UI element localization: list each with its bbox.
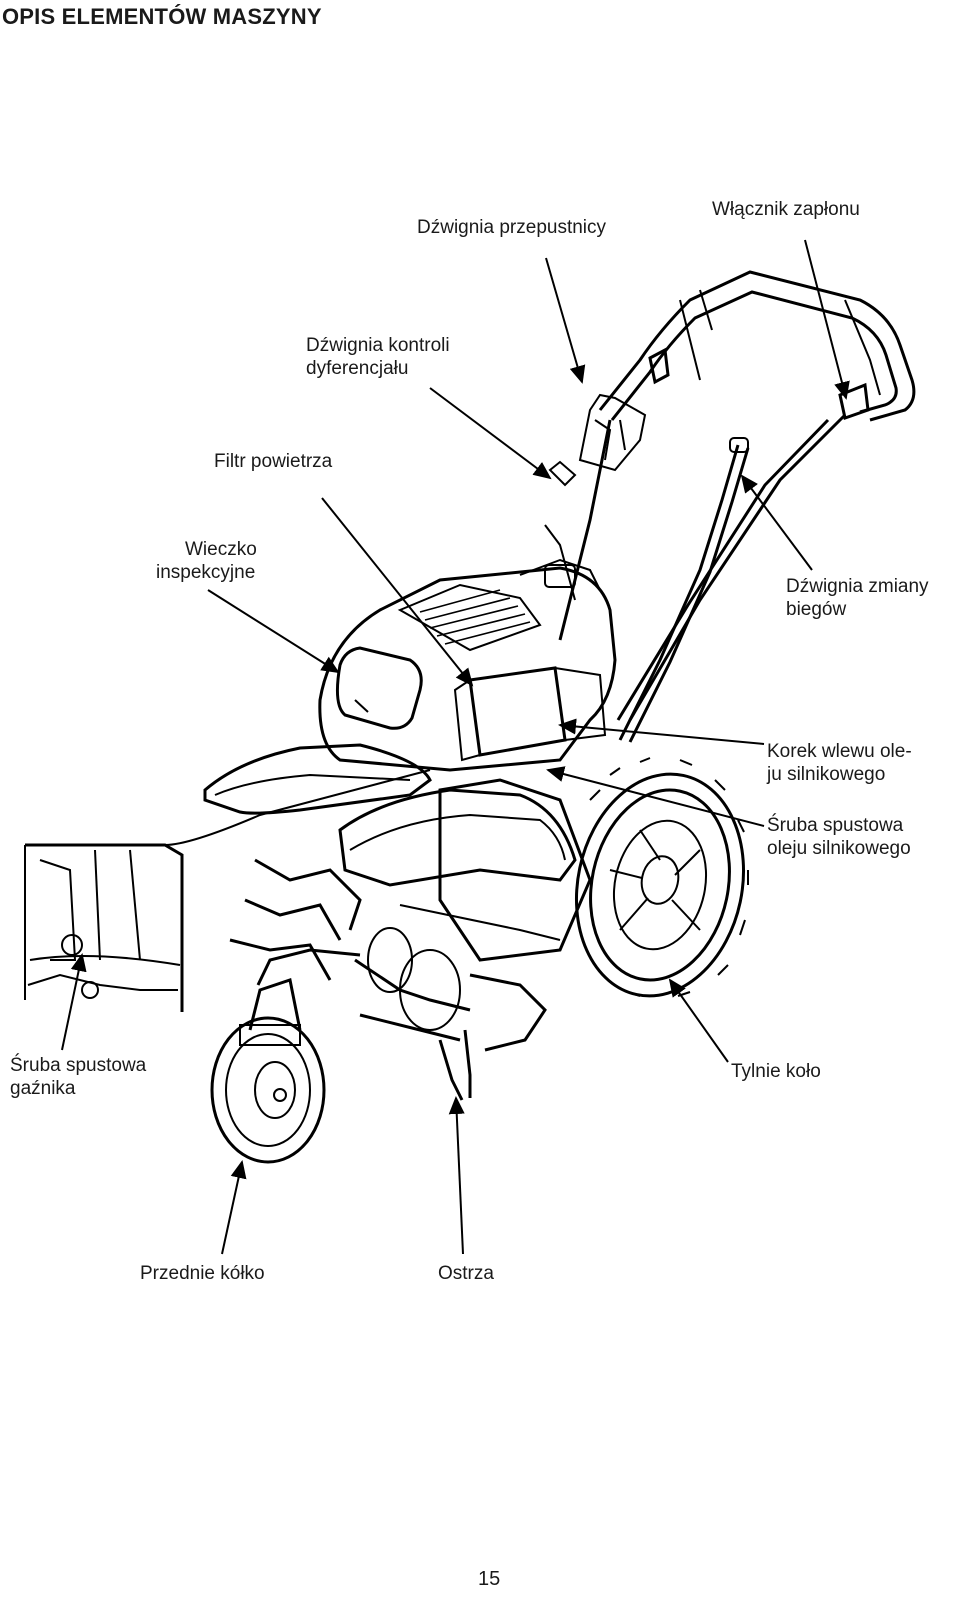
label-rear-wheel: Tylnie koło (731, 1061, 821, 1082)
leader-inspection-cover (207, 589, 340, 674)
leader-rear-wheel (668, 978, 729, 1063)
label-oil-drain-line1: Śruba spustowa (767, 815, 904, 836)
leader-ignition (804, 239, 850, 400)
label-diff-lever-line1: Dźwignia kontroli (306, 335, 450, 356)
leader-oil-drain (546, 766, 765, 827)
leader-lines (61, 239, 850, 1255)
leader-air-filter (321, 497, 474, 687)
page-title: OPIS ELEMENTÓW MASZYNY (2, 4, 322, 29)
label-gear-lever-line1: Dźwignia zmiany (786, 576, 929, 597)
page-number: 15 (478, 1568, 501, 1590)
leader-gear-lever (740, 474, 813, 571)
label-throttle-lever: Dźwignia przepustnicy (417, 217, 607, 238)
leader-diff-lever (429, 387, 552, 480)
rear-wheel-drawing (574, 757, 749, 998)
leader-front-wheel (221, 1160, 247, 1255)
engine-drawing (318, 558, 617, 772)
label-gear-lever-line2: biegów (786, 599, 847, 620)
label-oil-fill-line2: ju silnikowego (767, 764, 886, 785)
label-inspection-cover-line1: Wieczko (185, 539, 257, 560)
label-front-wheel: Przednie kółko (140, 1263, 265, 1284)
label-ignition-switch: Włącznik zapłonu (712, 199, 860, 220)
leader-carb-drain (61, 953, 87, 1051)
label-oil-fill-line1: Korek wlewu ole- (767, 741, 912, 762)
leader-oil-fill (558, 718, 765, 745)
label-oil-drain-line2: oleju silnikowego (767, 838, 911, 859)
handlebar-drawing (544, 270, 916, 743)
label-air-filter: Filtr powietrza (214, 451, 333, 472)
tines-drawing (229, 858, 561, 1101)
leader-throttle (545, 257, 586, 384)
leader-blades (448, 1096, 465, 1255)
label-inspection-cover-line2: inspekcyjne (156, 562, 256, 583)
label-carb-drain-line2: gaźnika (10, 1078, 76, 1099)
label-carb-drain-line1: Śruba spustowa (10, 1055, 147, 1076)
label-blades: Ostrza (438, 1263, 494, 1284)
label-diff-lever-line2: dyferencjału (306, 358, 409, 379)
inset-detail-drawing (24, 769, 431, 1012)
fender-drawing (203, 743, 592, 962)
front-wheel-drawing (210, 948, 361, 1164)
